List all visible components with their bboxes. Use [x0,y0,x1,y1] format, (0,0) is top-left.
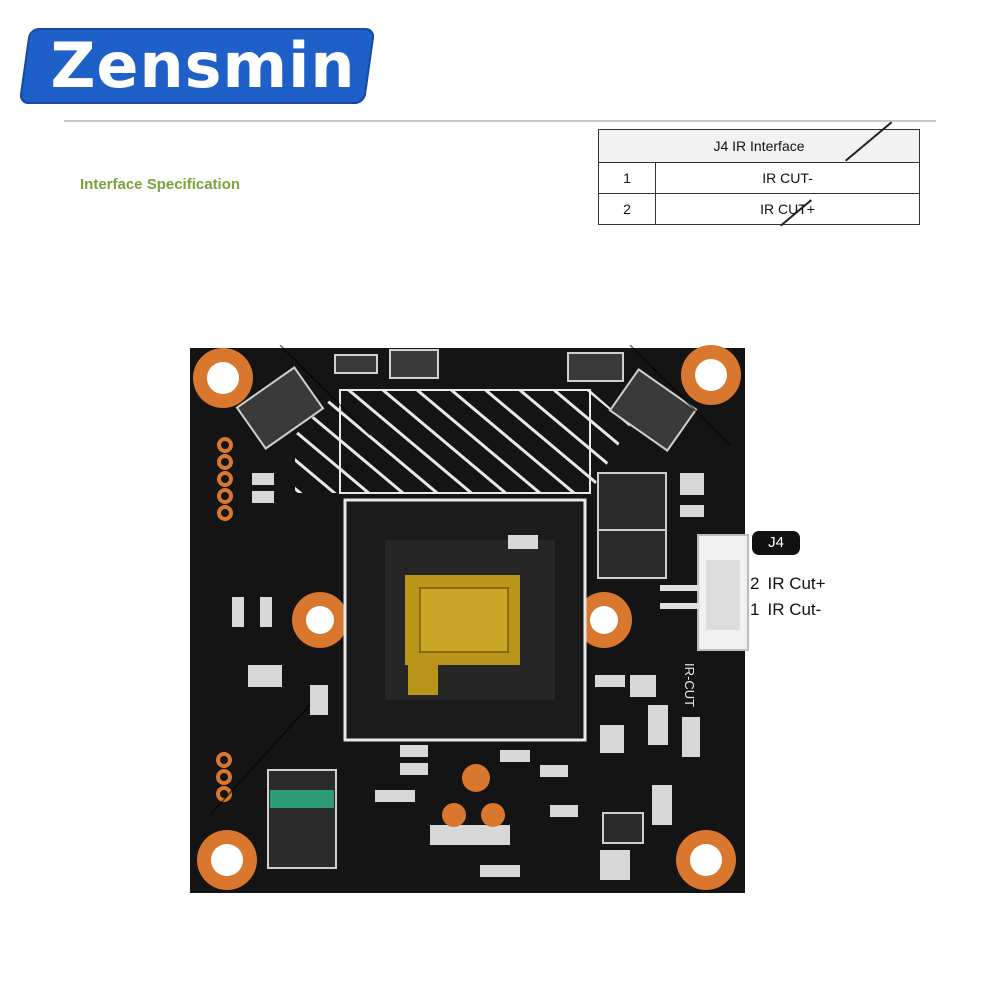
watermark-cross-lines [209,344,731,816]
header-divider [64,120,936,122]
mounting-holes [193,345,741,890]
table-cell-pin: 1 [598,162,656,194]
silkscreen-ir-cut: IR-CUT [682,663,697,707]
lens-mount-hatch [295,390,630,493]
j4-connector [660,534,749,651]
ic-chips [267,472,667,869]
table-cell-signal: IR CUT- [655,162,920,194]
pin-name: IR Cut+ [767,574,826,593]
brand-logo-text: Zensmin [50,29,356,102]
pin-label-ir-cut-minus: 1 IR Cut- [750,600,821,620]
smd-passives [232,473,704,880]
table-cell-pin: 2 [598,193,656,225]
round-components [442,764,505,827]
table-row: 1 IR CUT- [598,162,920,194]
j4-connector-badge: J4 [752,531,800,555]
pin-number: 2 [750,574,760,593]
interface-table-header-row: J4 IR Interface [598,129,920,163]
interface-table: J4 IR Interface 1 IR CUT- 2 IR CUT+ [598,129,920,225]
pin-label-ir-cut-plus: 2 IR Cut+ [750,574,826,594]
interface-table-header: J4 IR Interface [598,129,920,163]
smd-diodes [235,349,698,452]
pin-number: 1 [750,600,760,619]
spec-title: Interface Specification [80,176,241,193]
pin-name: IR Cut- [767,600,822,619]
pcb-board-illustration: IR-CUT [190,344,749,893]
pcb-board-photo: IR-CUT [190,344,750,900]
table-row: 2 IR CUT+ [598,193,920,225]
header-pins [216,437,233,802]
